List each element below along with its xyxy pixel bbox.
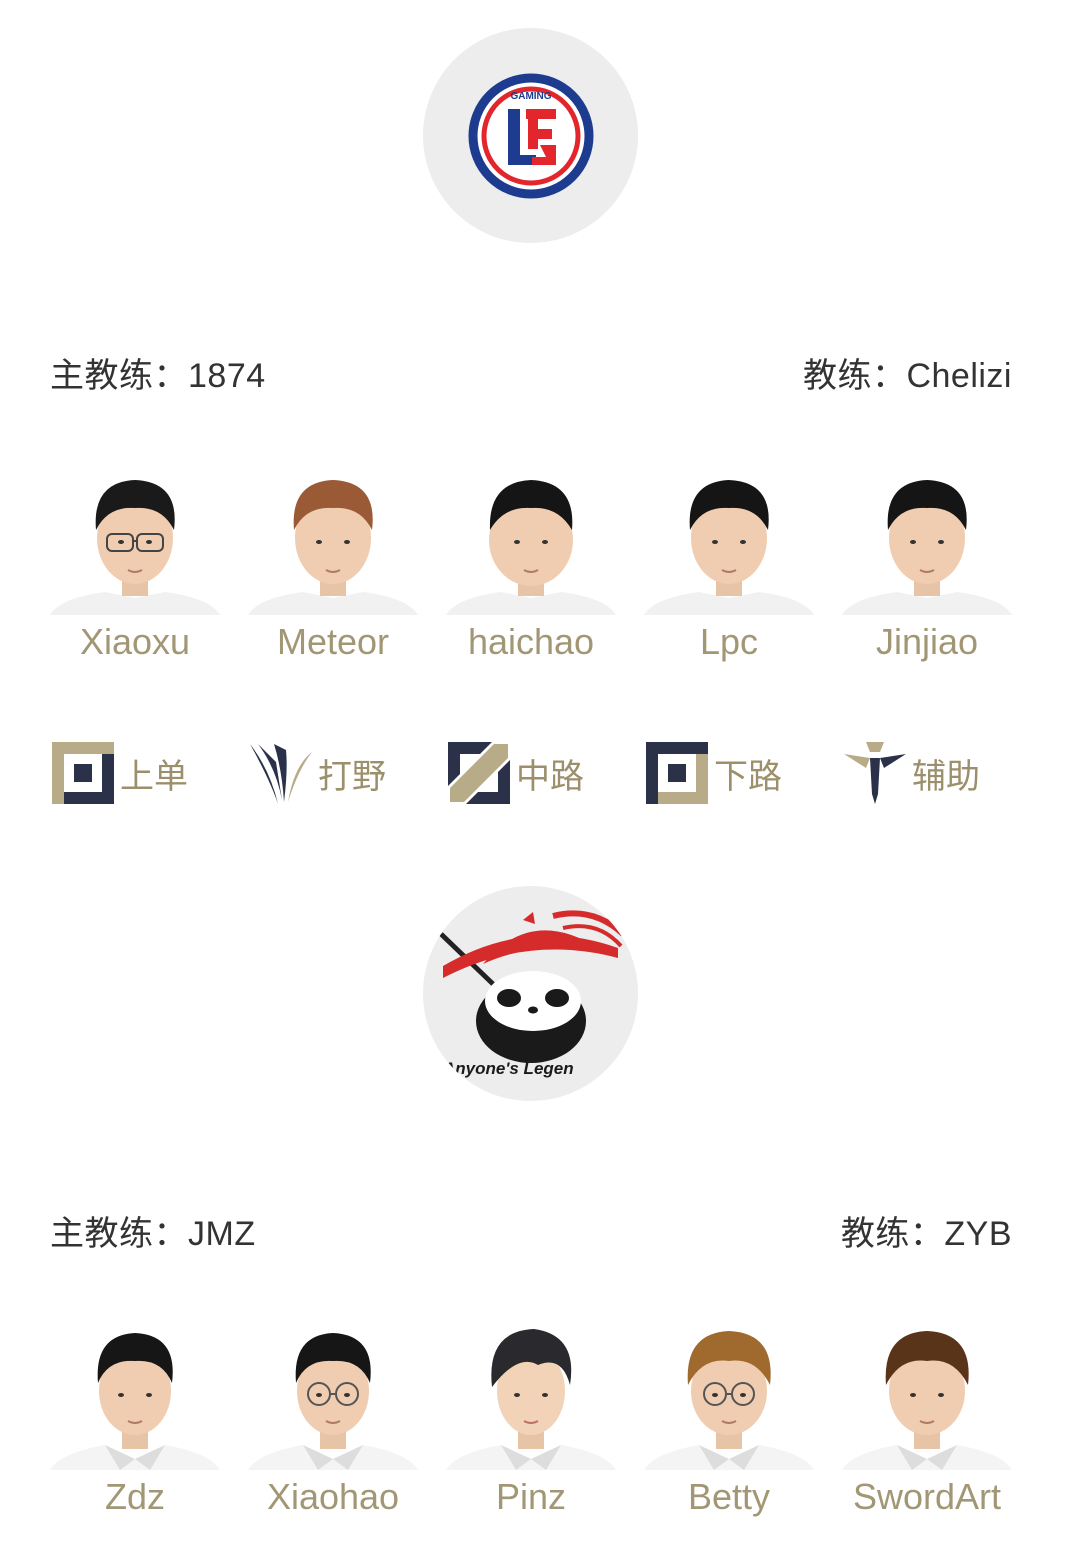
lgd-logo-text: GAMING bbox=[510, 91, 551, 102]
player-name: Lpc bbox=[699, 621, 759, 662]
player-avatar bbox=[842, 1331, 1012, 1470]
player-card: Lpc bbox=[644, 470, 814, 663]
player-card: Jinjiao bbox=[842, 470, 1012, 663]
al-logo-icon: Anyone's Legen bbox=[439, 910, 626, 1078]
lgd-head-coach: 主教练：1874 bbox=[50, 356, 266, 395]
player-avatar bbox=[644, 1331, 814, 1470]
role-label: 打野 bbox=[318, 757, 386, 796]
player-card: SwordArt bbox=[842, 1325, 1012, 1518]
player-avatar bbox=[248, 480, 418, 615]
lgd-coach: 教练：Chelizi bbox=[802, 356, 1012, 395]
player-name: Zdz bbox=[104, 1476, 165, 1517]
lgd-team-logo: GAMING bbox=[423, 28, 638, 243]
player-name: Jinjiao bbox=[875, 621, 979, 662]
role-bot: 下路 bbox=[644, 738, 814, 808]
al-player-list: Zdz Xiaohao Pinz Betty SwordArt bbox=[50, 1325, 1012, 1518]
role-mid: 中路 bbox=[446, 738, 616, 808]
player-card: Pinz bbox=[446, 1325, 616, 1518]
lgd-player-list: Xiaoxu Meteor haichao Lpc Jinjiao bbox=[50, 470, 1012, 663]
player-card: Xiaohao bbox=[248, 1325, 418, 1518]
role-jungle: 打野 bbox=[248, 738, 418, 808]
role-top: 上单 bbox=[50, 738, 220, 808]
player-name: Xiaoxu bbox=[79, 621, 191, 662]
player-avatar bbox=[446, 1329, 616, 1470]
player-name: SwordArt bbox=[852, 1476, 1002, 1517]
player-avatar bbox=[842, 480, 1012, 615]
player-name: Betty bbox=[687, 1476, 771, 1517]
player-avatar bbox=[50, 480, 220, 615]
role-legend: 上单 打野 中路 下路 辅助 bbox=[50, 738, 1012, 808]
bot-lane-icon bbox=[646, 742, 708, 804]
player-avatar bbox=[446, 480, 616, 615]
player-avatar bbox=[644, 480, 814, 615]
player-card: haichao bbox=[446, 470, 616, 663]
role-label: 辅助 bbox=[912, 757, 980, 796]
role-label: 中路 bbox=[516, 757, 584, 796]
player-avatar bbox=[50, 1333, 220, 1470]
player-name: haichao bbox=[467, 621, 595, 662]
player-card: Zdz bbox=[50, 1325, 220, 1518]
player-avatar bbox=[248, 1333, 418, 1470]
al-logo-text: Anyone's Legen bbox=[442, 1059, 574, 1078]
lgd-coach-row: 主教练：1874 教练：Chelizi bbox=[50, 347, 1012, 397]
jungle-icon bbox=[250, 744, 312, 804]
role-support: 辅助 bbox=[842, 738, 1012, 808]
player-card: Meteor bbox=[248, 470, 418, 663]
player-name: Pinz bbox=[495, 1476, 567, 1517]
lgd-logo-icon: GAMING bbox=[468, 73, 593, 198]
player-name: Xiaohao bbox=[266, 1476, 400, 1517]
player-card: Betty bbox=[644, 1325, 814, 1518]
al-head-coach: 主教练：JMZ bbox=[50, 1214, 256, 1253]
role-label: 下路 bbox=[714, 757, 782, 796]
top-lane-icon bbox=[52, 742, 114, 804]
al-team-logo: Anyone's Legen bbox=[423, 886, 638, 1101]
al-coach: 教练：ZYB bbox=[840, 1214, 1012, 1253]
mid-lane-icon bbox=[448, 742, 510, 804]
support-icon bbox=[844, 742, 906, 804]
role-label: 上单 bbox=[120, 757, 188, 796]
al-coach-row: 主教练：JMZ 教练：ZYB bbox=[50, 1205, 1012, 1255]
player-card: Xiaoxu bbox=[50, 470, 220, 663]
player-name: Meteor bbox=[276, 621, 390, 662]
